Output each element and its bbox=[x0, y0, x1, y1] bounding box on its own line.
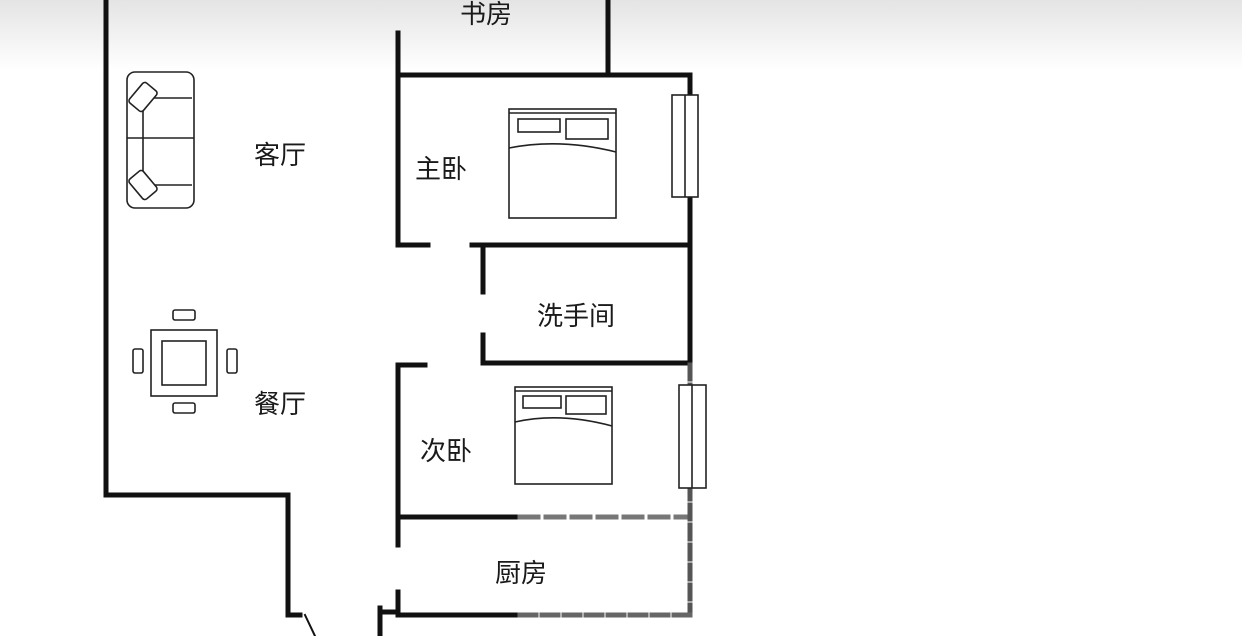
sofa-icon bbox=[126, 71, 195, 209]
top-shadow bbox=[0, 0, 1242, 70]
dining-table-icon bbox=[132, 309, 238, 414]
window-icon bbox=[671, 94, 707, 489]
label-living-room: 客厅 bbox=[254, 141, 306, 171]
walls bbox=[103, 0, 693, 636]
label-master-bedroom: 主卧 bbox=[415, 155, 467, 185]
label-dining-room: 餐厅 bbox=[254, 390, 306, 420]
label-bathroom: 洗手间 bbox=[537, 302, 615, 332]
room-labels: 书房 客厅 主卧 洗手间 餐厅 次卧 厨房 bbox=[254, 0, 615, 589]
label-kitchen: 厨房 bbox=[495, 559, 547, 589]
label-study: 书房 bbox=[460, 0, 512, 30]
label-second-bedroom: 次卧 bbox=[420, 437, 472, 467]
double-bed-icon bbox=[508, 108, 617, 485]
